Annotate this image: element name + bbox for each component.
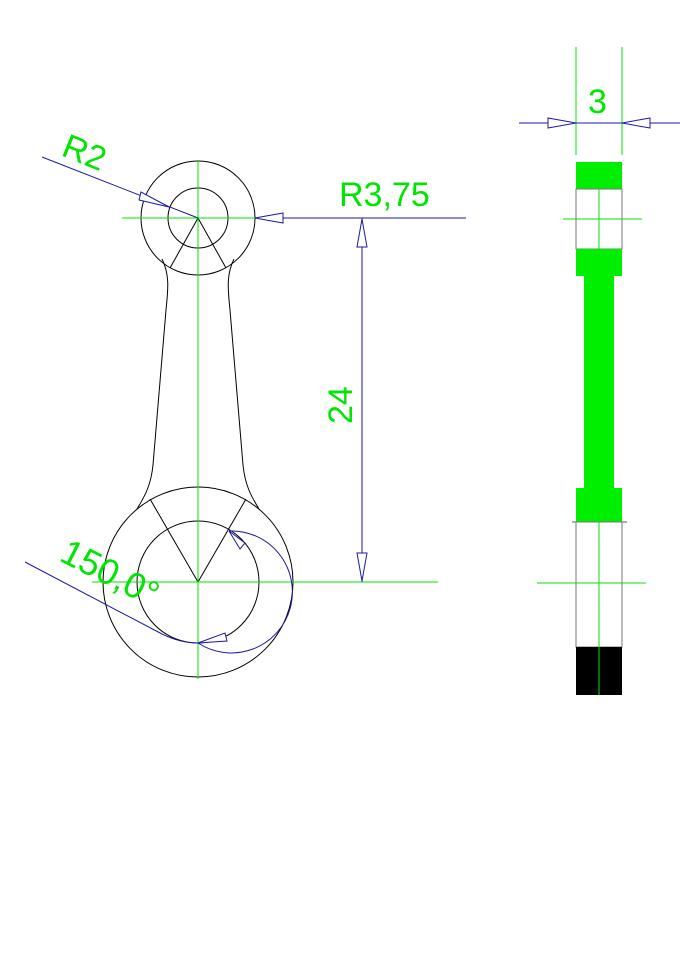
thickness-arrow-left	[547, 117, 577, 129]
center-distance-label: 24	[322, 386, 360, 424]
r375-arrowhead	[254, 212, 284, 224]
r2-leader-line	[41, 156, 199, 219]
small-end-v-line-left	[169, 217, 199, 269]
angle-label: 150,0°	[54, 531, 166, 615]
angle-leader-line	[24, 561, 163, 635]
big-end-v-line-left	[149, 498, 199, 583]
angle-leader-curve	[161, 633, 199, 644]
side-centerlines	[537, 47, 646, 695]
front-centerlines	[92, 160, 438, 679]
big-end-v-line-right	[197, 498, 247, 583]
r2-label: R2	[57, 127, 112, 179]
thickness-arrow-right	[621, 117, 651, 129]
dim-24-arrow-top	[356, 218, 368, 248]
angle-arrow-top	[228, 530, 246, 550]
rod-right-edge	[227, 258, 260, 510]
small-end-v-line-right	[197, 217, 227, 269]
r2-arrowhead	[138, 191, 170, 208]
dim-24-arrow-bottom	[356, 552, 368, 582]
side-top-section	[576, 162, 622, 189]
rod-left-edge	[136, 258, 169, 510]
angle-arc	[197, 530, 293, 654]
front-dimensions	[24, 156, 466, 654]
angle-arrow-bottom	[197, 632, 228, 644]
thickness-label: 3	[588, 83, 607, 121]
thickness-dimension	[519, 117, 680, 129]
r375-label: R3,75	[339, 176, 430, 214]
